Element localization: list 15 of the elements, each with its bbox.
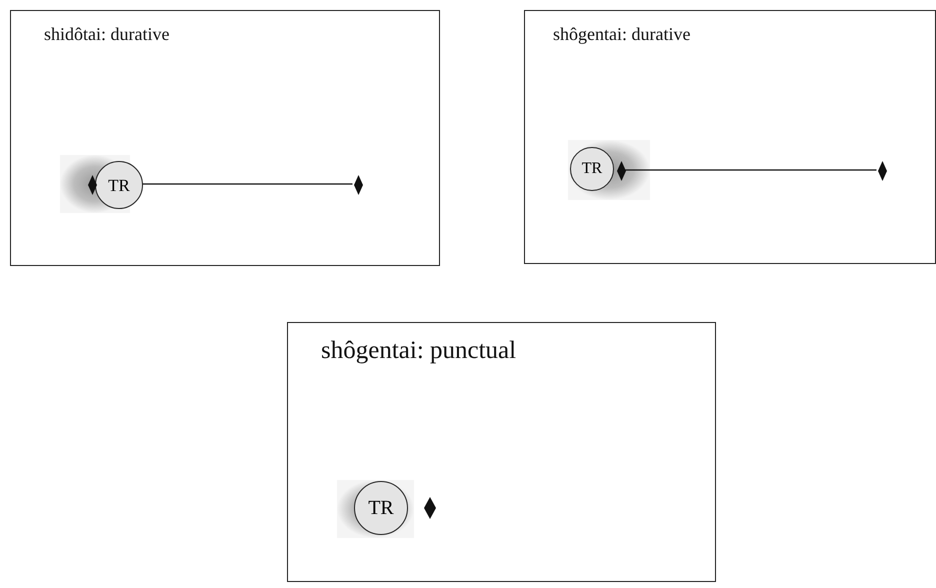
connector-line xyxy=(624,169,876,171)
diamond-marker xyxy=(424,497,436,519)
node-label: TR xyxy=(108,176,130,194)
node-label: TR xyxy=(368,498,394,518)
node-label: TR xyxy=(582,161,602,177)
panel-box xyxy=(287,322,716,582)
panel-title: shidôtai: durative xyxy=(44,25,170,45)
diamond-marker xyxy=(878,161,886,181)
connector-line xyxy=(142,183,352,185)
diamond-marker xyxy=(616,161,626,181)
panel-title: shôgentai: durative xyxy=(553,25,690,45)
panel-title: shôgentai: punctual xyxy=(321,337,516,364)
panel-box xyxy=(524,10,936,264)
panel-box xyxy=(10,10,440,266)
diamond-marker xyxy=(354,175,362,195)
